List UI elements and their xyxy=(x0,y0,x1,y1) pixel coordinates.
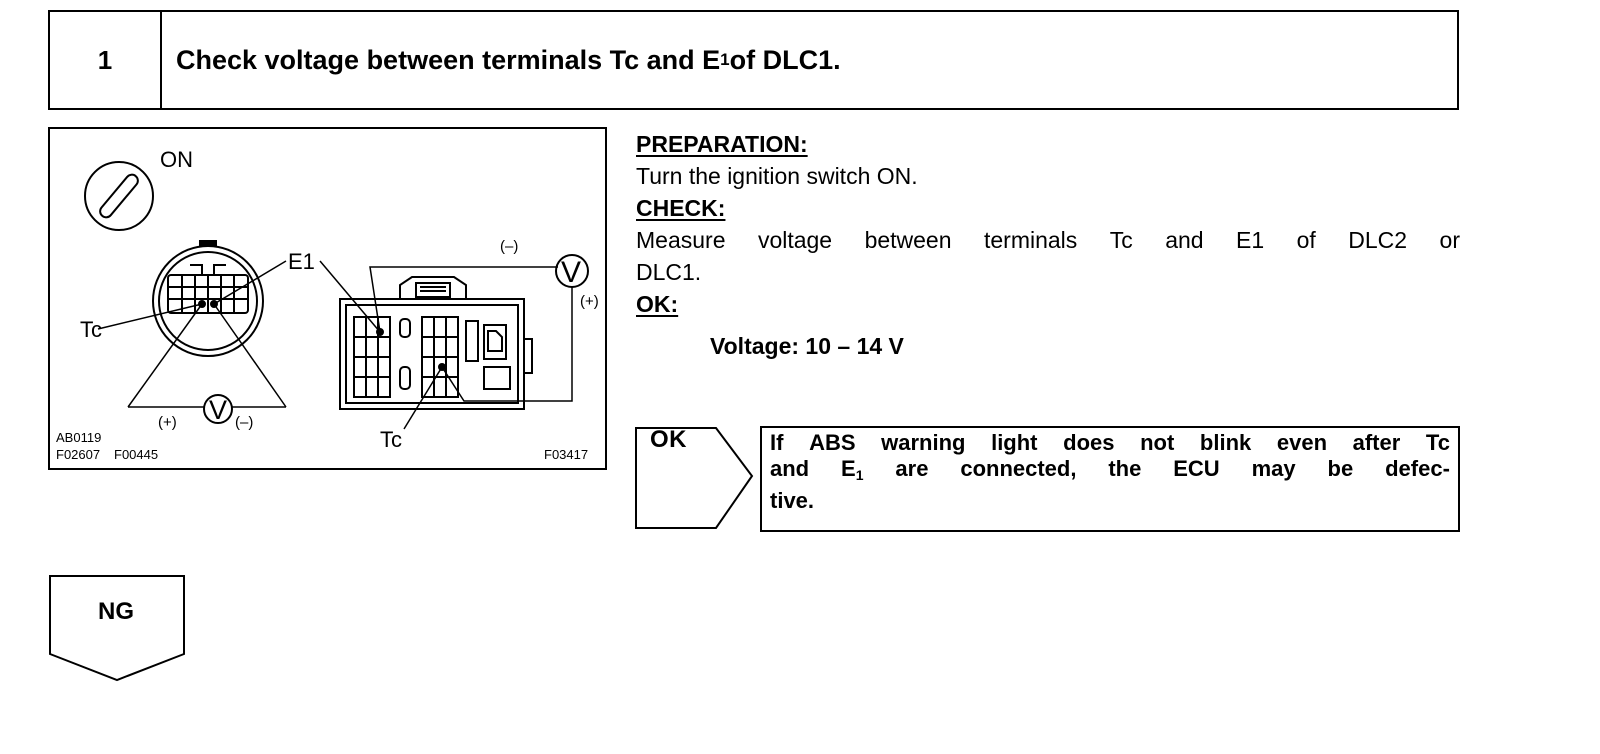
diagram-code-f00445: F00445 xyxy=(114,447,158,462)
label-tc-right: Tc xyxy=(380,427,402,452)
preparation-label: PREPARATION: xyxy=(636,131,808,157)
outcome-word: defec- xyxy=(1385,456,1450,481)
check-word: Measure xyxy=(636,227,726,253)
ng-arrow-icon xyxy=(49,575,185,682)
diagram-code-ab0119: AB0119 xyxy=(56,430,101,445)
ok-outcome-text: If ABS warning light does not blink even… xyxy=(760,426,1460,532)
voltmeter-left-letter: V xyxy=(209,395,227,425)
ng-outcome-label: NG xyxy=(98,598,134,625)
label-plus-left: (+) xyxy=(158,414,177,431)
check-word: or xyxy=(1439,227,1460,253)
label-plus-right: (+) xyxy=(580,293,599,310)
step-header: 1 Check voltage between terminals Tc and… xyxy=(48,10,1459,110)
check-word: Tc xyxy=(1109,227,1133,253)
label-tc-left: Tc xyxy=(80,317,102,342)
dlc2-connector-icon xyxy=(339,276,533,410)
step-title-text: Check voltage between terminals Tc and E xyxy=(176,44,721,75)
ignition-key-icon xyxy=(84,161,154,231)
outcome-word: after xyxy=(1352,430,1401,455)
outcome-e-base: E xyxy=(841,456,856,481)
step-number: 1 xyxy=(50,12,162,108)
outcome-word: blink xyxy=(1199,430,1252,455)
check-word: voltage xyxy=(757,227,833,253)
voltmeter-right-letter: V xyxy=(561,256,581,289)
diagram-code-f03417: F03417 xyxy=(544,447,588,462)
outcome-word: ECU xyxy=(1173,456,1220,481)
check-word: and xyxy=(1165,227,1204,253)
check-word: E1 xyxy=(1236,227,1265,253)
wiring-diagram: ON V (+) ( xyxy=(48,127,607,470)
check-text-line2: DLC1. xyxy=(636,259,702,285)
step-title-suffix: of DLC1. xyxy=(729,44,841,75)
step-title: Check voltage between terminals Tc and E… xyxy=(176,12,841,108)
ok-outcome-line2: and E1 are connected, the ECU may be def… xyxy=(770,456,1450,488)
ok-outcome-line3: tive. xyxy=(770,488,815,513)
outcome-word: light xyxy=(991,430,1038,455)
check-word: of xyxy=(1296,227,1316,253)
instructions: PREPARATION: Turn the ignition switch ON… xyxy=(636,128,1460,362)
outcome-word: not xyxy=(1140,430,1175,455)
label-minus-left: (–) xyxy=(235,414,253,431)
outcome-word: are xyxy=(895,456,929,481)
step-title-subscript: 1 xyxy=(720,50,730,69)
check-text-line1: Measure voltage between terminals Tc and… xyxy=(636,224,1460,256)
outcome-word-e1: E1 xyxy=(841,456,863,488)
check-word: between xyxy=(864,227,952,253)
ok-value: Voltage: 10 – 14 V xyxy=(710,333,904,359)
label-minus-right: (–) xyxy=(500,238,518,255)
diagram-drawing: ON V (+) ( xyxy=(56,147,599,462)
outcome-word: be xyxy=(1327,456,1354,481)
dlc1-connector-icon xyxy=(152,240,264,357)
diagram-code-f02607: F02607 xyxy=(56,447,100,462)
outcome-word: the xyxy=(1108,456,1142,481)
outcome-word: warning xyxy=(881,430,966,455)
label-e1: E1 xyxy=(288,249,315,274)
check-word: DLC2 xyxy=(1348,227,1408,253)
label-on: ON xyxy=(160,147,193,172)
outcome-word: and xyxy=(770,456,810,481)
ok-outcome-line1: If ABS warning light does not blink even… xyxy=(770,430,1450,456)
ok-arrow-icon xyxy=(635,427,754,529)
preparation-text: Turn the ignition switch ON. xyxy=(636,163,918,189)
check-word: terminals xyxy=(983,227,1078,253)
outcome-word: does xyxy=(1063,430,1115,455)
outcome-word: Tc xyxy=(1425,430,1450,455)
check-label: CHECK: xyxy=(636,195,726,221)
outcome-e-subscript: 1 xyxy=(855,467,864,483)
outcome-word: ABS xyxy=(809,430,856,455)
ok-outcome-label: OK xyxy=(650,426,687,453)
outcome-word: even xyxy=(1276,430,1328,455)
outcome-word: connected, xyxy=(960,456,1077,481)
outcome-word: may xyxy=(1251,456,1296,481)
outcome-word: If xyxy=(770,430,784,455)
ok-label: OK: xyxy=(636,291,679,317)
